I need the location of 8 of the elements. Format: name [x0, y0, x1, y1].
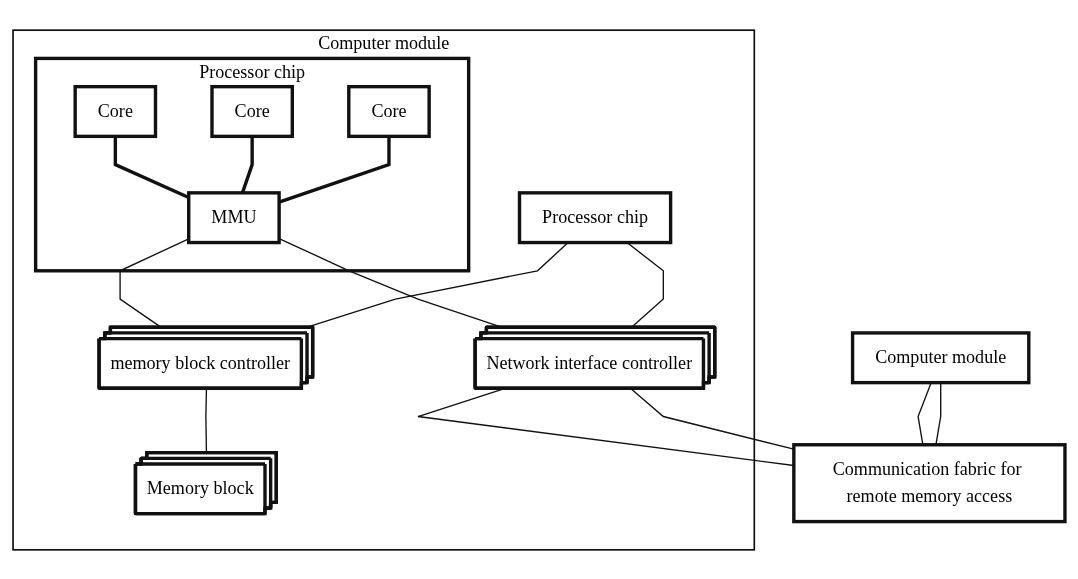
- node-box: Core: [210, 84, 294, 138]
- node-box: MMU: [187, 190, 281, 244]
- node-box: Communication fabric for remote memory access: [792, 442, 1067, 523]
- node-box: Core: [347, 84, 431, 138]
- connector: [240, 135, 254, 193]
- node-box: Computer module: [850, 330, 1031, 384]
- node-box: Core: [73, 84, 158, 138]
- node-box: Processor chip: [517, 190, 673, 244]
